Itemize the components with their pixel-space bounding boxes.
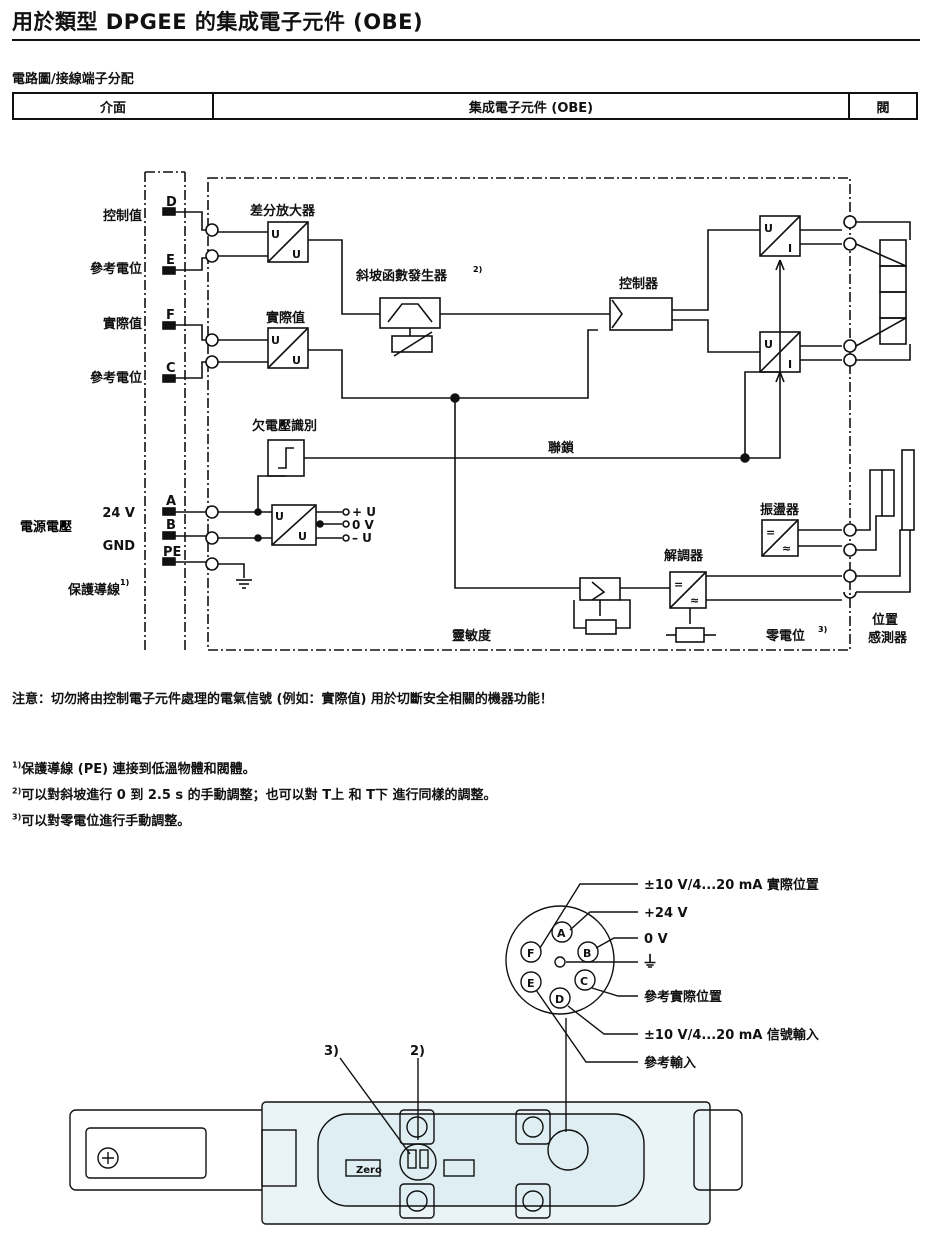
page-title: 用於類型 DPGEE 的集成電子元件 (OBE)	[12, 10, 424, 34]
reg-u-in: U	[275, 510, 284, 523]
conn-label-d: ±10 V/4...20 mA 信號輸入	[644, 1027, 819, 1043]
conn-label-a: +24 V	[644, 906, 688, 921]
label-control-value: 控制值	[103, 208, 142, 224]
header-obe: 集成電子元件 (OBE)	[214, 94, 850, 118]
label-oscillator: 振盪器	[760, 502, 800, 518]
footnote-2-text: 可以對斜坡進行 0 到 2.5 s 的手動調整；也可以對 T上 和 T下 進行同…	[21, 788, 497, 803]
pin-b: B	[166, 518, 176, 533]
label-controller: 控制器	[619, 276, 659, 292]
osc-ac: ≈	[782, 542, 791, 555]
conn-pin-c: C	[580, 975, 588, 988]
label-protective: 保護導線	[67, 582, 121, 598]
footnote-3-mark: 3)	[12, 812, 22, 822]
label-demodulator: 解調器	[663, 548, 704, 564]
label-ramp-sup: 2)	[473, 265, 482, 274]
conn-pin-a: A	[557, 927, 566, 940]
label-zero-sup: 3)	[818, 625, 827, 634]
circuit-diagram: D E F C A B PE 控制值 參考電位 實際值 參考電位 24 V GN…	[20, 171, 915, 651]
label-interlock: 聯鎖	[548, 440, 575, 456]
label-sensor: 感測器	[868, 630, 908, 646]
pin-c: C	[166, 361, 176, 376]
rail-minus: – U	[352, 531, 372, 545]
demod-eq: =	[674, 578, 683, 591]
safety-note: 注意：切勿將由控制電子元件處理的電氣信號 (例如：實際值) 用於切斷安全相關的機…	[12, 692, 553, 707]
label-undervoltage: 欠電壓識別	[252, 418, 317, 434]
rail-zero: 0 V	[352, 518, 375, 532]
osc-eq: =	[766, 526, 775, 539]
section-label: 電路圖/接線端子分配	[12, 72, 134, 87]
pin-a: A	[166, 494, 176, 509]
vi2-u: U	[764, 338, 773, 351]
label-sensitivity: 靈敏度	[452, 628, 492, 644]
pin-d: D	[166, 195, 177, 210]
footnote-1-mark: 1)	[12, 760, 22, 770]
label-gnd: GND	[103, 539, 136, 554]
header-table: 介面 集成電子元件 (OBE) 閥	[12, 92, 918, 120]
label-zero-point: 零電位	[765, 628, 805, 644]
label-ramp-gen: 斜坡函數發生器	[355, 268, 448, 284]
label-protective-sup: 1)	[120, 578, 129, 587]
footnote-1-text: 保護導線 (PE) 連接到低溫物體和閥體。	[21, 762, 256, 777]
vi1-i: I	[788, 242, 792, 255]
conn-pin-e: E	[527, 977, 535, 990]
callout-2: 2)	[410, 1044, 425, 1059]
conn-label-e: 參考輸入	[644, 1055, 696, 1071]
pin-e: E	[166, 253, 175, 268]
conn-pin-b: B	[583, 947, 591, 960]
conn-label-f: ±10 V/4...20 mA 實際位置	[644, 877, 819, 893]
label-ref-potential-2: 參考電位	[90, 370, 142, 386]
title-rule	[12, 39, 920, 41]
act-u-in: U	[271, 334, 280, 347]
amp-u-in: U	[271, 228, 280, 241]
conn-label-b: 0 V	[644, 932, 668, 947]
amp-u-out: U	[292, 248, 301, 261]
label-position: 位置	[872, 612, 898, 628]
label-24v: 24 V	[102, 506, 135, 521]
connector-diagram: A B C D E F ±10 V/4...20 mA 實際位置 +24 V 0…	[69, 877, 819, 1225]
footnote-3: 3)可以對零電位進行手動調整。	[12, 810, 190, 829]
footnote-1: 1)保護導線 (PE) 連接到低溫物體和閥體。	[12, 758, 256, 777]
footnote-2-mark: 2)	[12, 786, 22, 796]
label-diff-amp: 差分放大器	[250, 203, 316, 219]
conn-label-pe: ⏚	[642, 952, 658, 971]
header-interface: 介面	[14, 94, 214, 118]
footnote-2: 2)可以對斜坡進行 0 到 2.5 s 的手動調整；也可以對 T上 和 T下 進…	[12, 784, 497, 803]
label-supply-voltage: 電源電壓	[20, 519, 72, 535]
label-actual-value: 實際值	[103, 316, 142, 332]
label-actual-block: 實際值	[266, 310, 305, 326]
act-u-out: U	[292, 354, 301, 367]
callout-3: 3)	[324, 1044, 339, 1059]
vi2-i: I	[788, 358, 792, 371]
vi1-u: U	[764, 222, 773, 235]
footnote-3-text: 可以對零電位進行手動調整。	[21, 814, 191, 829]
reg-u-out: U	[298, 530, 307, 543]
header-valve: 閥	[876, 100, 890, 116]
pin-pe: PE	[163, 545, 181, 560]
pin-f: F	[166, 308, 175, 323]
demod-ac: ≈	[690, 594, 699, 607]
zero-label: Zero	[356, 1165, 382, 1176]
conn-pin-d: D	[555, 993, 564, 1006]
label-ref-potential-1: 參考電位	[90, 261, 142, 277]
conn-pin-f: F	[527, 947, 535, 960]
conn-label-c: 參考實際位置	[644, 989, 722, 1005]
rail-plus: + U	[352, 505, 376, 519]
